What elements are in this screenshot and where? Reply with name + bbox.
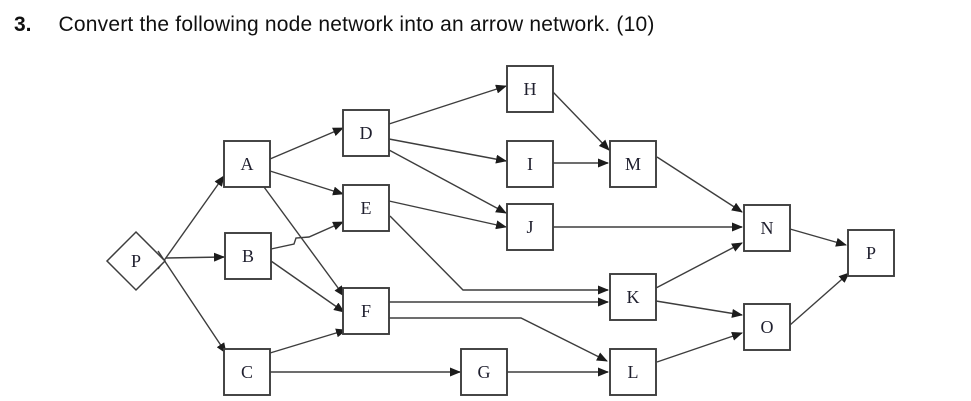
node-label-P-start: P <box>131 251 141 271</box>
node-O: O <box>743 303 791 351</box>
node-shape-M <box>609 140 657 188</box>
node-label-I: I <box>527 154 533 174</box>
node-shape-L <box>609 348 657 396</box>
node-label-C: C <box>241 362 253 382</box>
node-shape-H <box>506 65 554 113</box>
edge-K-to-O <box>655 300 743 318</box>
node-shape-E <box>342 184 390 232</box>
edge-F-to-L <box>389 317 608 362</box>
node-shape-C <box>223 348 271 396</box>
node-shape-D <box>342 109 390 157</box>
edge-N-to-P-end <box>789 228 847 247</box>
node-label-E: E <box>361 198 372 218</box>
node-label-A: A <box>241 154 254 174</box>
nodes-layer: P A B C D E F G H I J M K L N O P <box>105 65 895 396</box>
edge-K-to-N <box>655 242 743 289</box>
node-shape-P-end <box>847 229 895 277</box>
node-shape-I <box>506 140 554 188</box>
node-shape-A <box>223 140 271 188</box>
node-B: B <box>224 232 272 280</box>
node-I: I <box>506 140 554 188</box>
node-H: H <box>506 65 554 113</box>
edge-D-to-I <box>388 138 507 164</box>
node-D: D <box>342 109 390 157</box>
node-label-J: J <box>526 217 533 237</box>
node-shape-F <box>342 287 390 335</box>
question-title: 3. Convert the following node network in… <box>14 12 655 37</box>
node-shape-N <box>743 204 791 252</box>
edge-P-start-to-C <box>157 250 227 354</box>
edges-layer <box>157 84 850 377</box>
node-shape-J <box>506 203 554 251</box>
node-shape-P-start <box>105 230 167 292</box>
node-E: E <box>342 184 390 232</box>
edge-P-start-to-B <box>165 252 225 262</box>
edge-D-to-J <box>388 149 507 214</box>
node-M: M <box>609 140 657 188</box>
node-K: K <box>609 273 657 321</box>
node-P-start: P <box>105 230 167 292</box>
node-A: A <box>223 140 271 188</box>
node-shape-O <box>743 303 791 351</box>
node-N: N <box>743 204 791 252</box>
edge-D-to-H <box>388 84 507 125</box>
node-shape-B <box>224 232 272 280</box>
edge-A-to-F <box>263 186 345 297</box>
node-label-M: M <box>625 154 641 174</box>
node-label-D: D <box>360 123 373 143</box>
node-F: F <box>342 287 390 335</box>
edge-E-to-K <box>389 215 609 295</box>
node-shape-G <box>460 348 508 396</box>
node-label-O: O <box>761 317 774 337</box>
edge-C-to-F <box>269 328 347 354</box>
node-label-K: K <box>627 287 640 307</box>
node-J: J <box>506 203 554 251</box>
edge-B-to-F <box>270 260 345 313</box>
node-C: C <box>223 348 271 396</box>
node-label-H: H <box>524 79 537 99</box>
node-L: L <box>609 348 657 396</box>
edge-A-to-E <box>269 170 344 196</box>
node-label-G: G <box>478 362 491 382</box>
node-P-end: P <box>847 229 895 277</box>
node-label-L: L <box>628 362 639 382</box>
node-label-N: N <box>761 218 774 238</box>
edge-O-to-P-end <box>789 272 850 326</box>
edge-A-to-D <box>269 127 344 160</box>
question-text: Convert the following node network into … <box>58 13 655 36</box>
edge-L-to-O <box>656 331 743 363</box>
edge-H-to-M <box>552 91 610 151</box>
node-G: G <box>460 348 508 396</box>
edge-B-to-E <box>270 221 344 250</box>
question-number: 3. <box>14 13 32 36</box>
node-label-P-end: P <box>866 243 876 263</box>
node-label-F: F <box>361 301 371 321</box>
edge-E-to-J <box>388 200 507 230</box>
edge-P-start-to-A <box>157 175 225 270</box>
node-shape-K <box>609 273 657 321</box>
edge-M-to-N <box>656 156 743 213</box>
node-label-B: B <box>242 246 254 266</box>
